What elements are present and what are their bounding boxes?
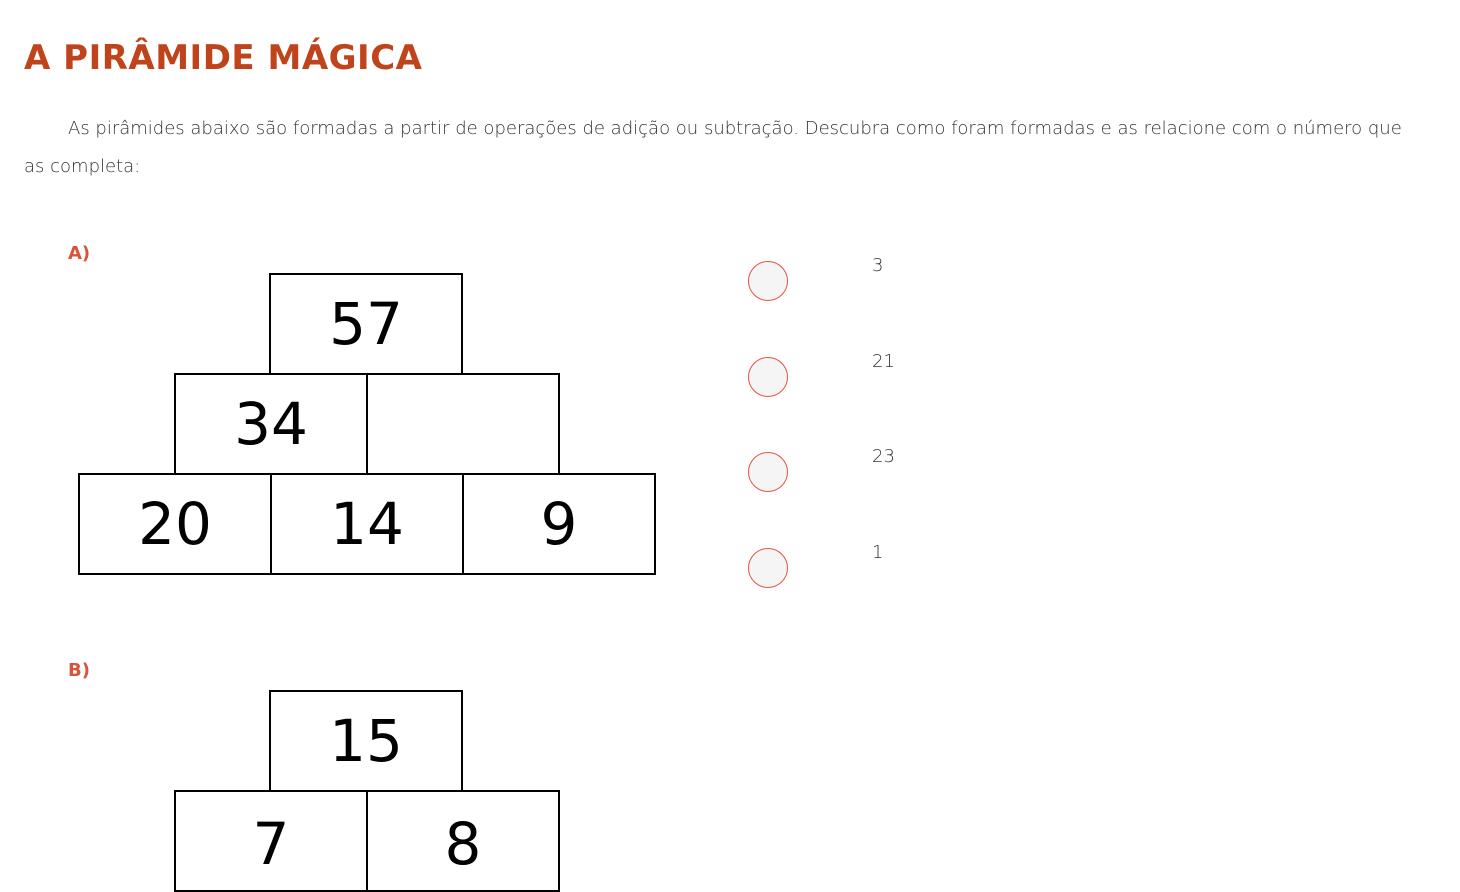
pyramid-b-middle-cell-2: 8 [366, 790, 560, 892]
radio-button[interactable] [748, 357, 788, 397]
pyramid-a-bottom-cell-2: 14 [270, 473, 464, 575]
answer-option-label: 3 [872, 255, 884, 276]
pyramid-b-middle-cell-1: 7 [174, 790, 368, 892]
instructions-text: As pirâmides abaixo são formadas a parti… [24, 118, 1402, 177]
page-title: A PIRÂMIDE MÁGICA [24, 38, 423, 78]
question-a-label: A) [68, 243, 91, 264]
pyramid-a-bottom-cell-1: 20 [78, 473, 272, 575]
answer-option[interactable]: 3 [748, 255, 948, 301]
pyramid-b-top-cell: 15 [269, 690, 463, 792]
pyramid-a-bottom-cell-3: 9 [462, 473, 656, 575]
pyramid-a-middle-cell-2 [366, 373, 560, 475]
answer-option-label: 23 [872, 446, 895, 467]
answer-option-label: 21 [872, 351, 895, 372]
answer-option[interactable]: 21 [748, 351, 948, 397]
answer-option[interactable]: 23 [748, 446, 948, 492]
radio-button[interactable] [748, 261, 788, 301]
pyramid-a-top-cell: 57 [269, 273, 463, 375]
answer-option-label: 1 [872, 542, 884, 563]
radio-button[interactable] [748, 452, 788, 492]
answer-option[interactable]: 1 [748, 542, 948, 588]
radio-button[interactable] [748, 548, 788, 588]
pyramid-a-middle-cell-1: 34 [174, 373, 368, 475]
question-b-label: B) [68, 660, 90, 681]
